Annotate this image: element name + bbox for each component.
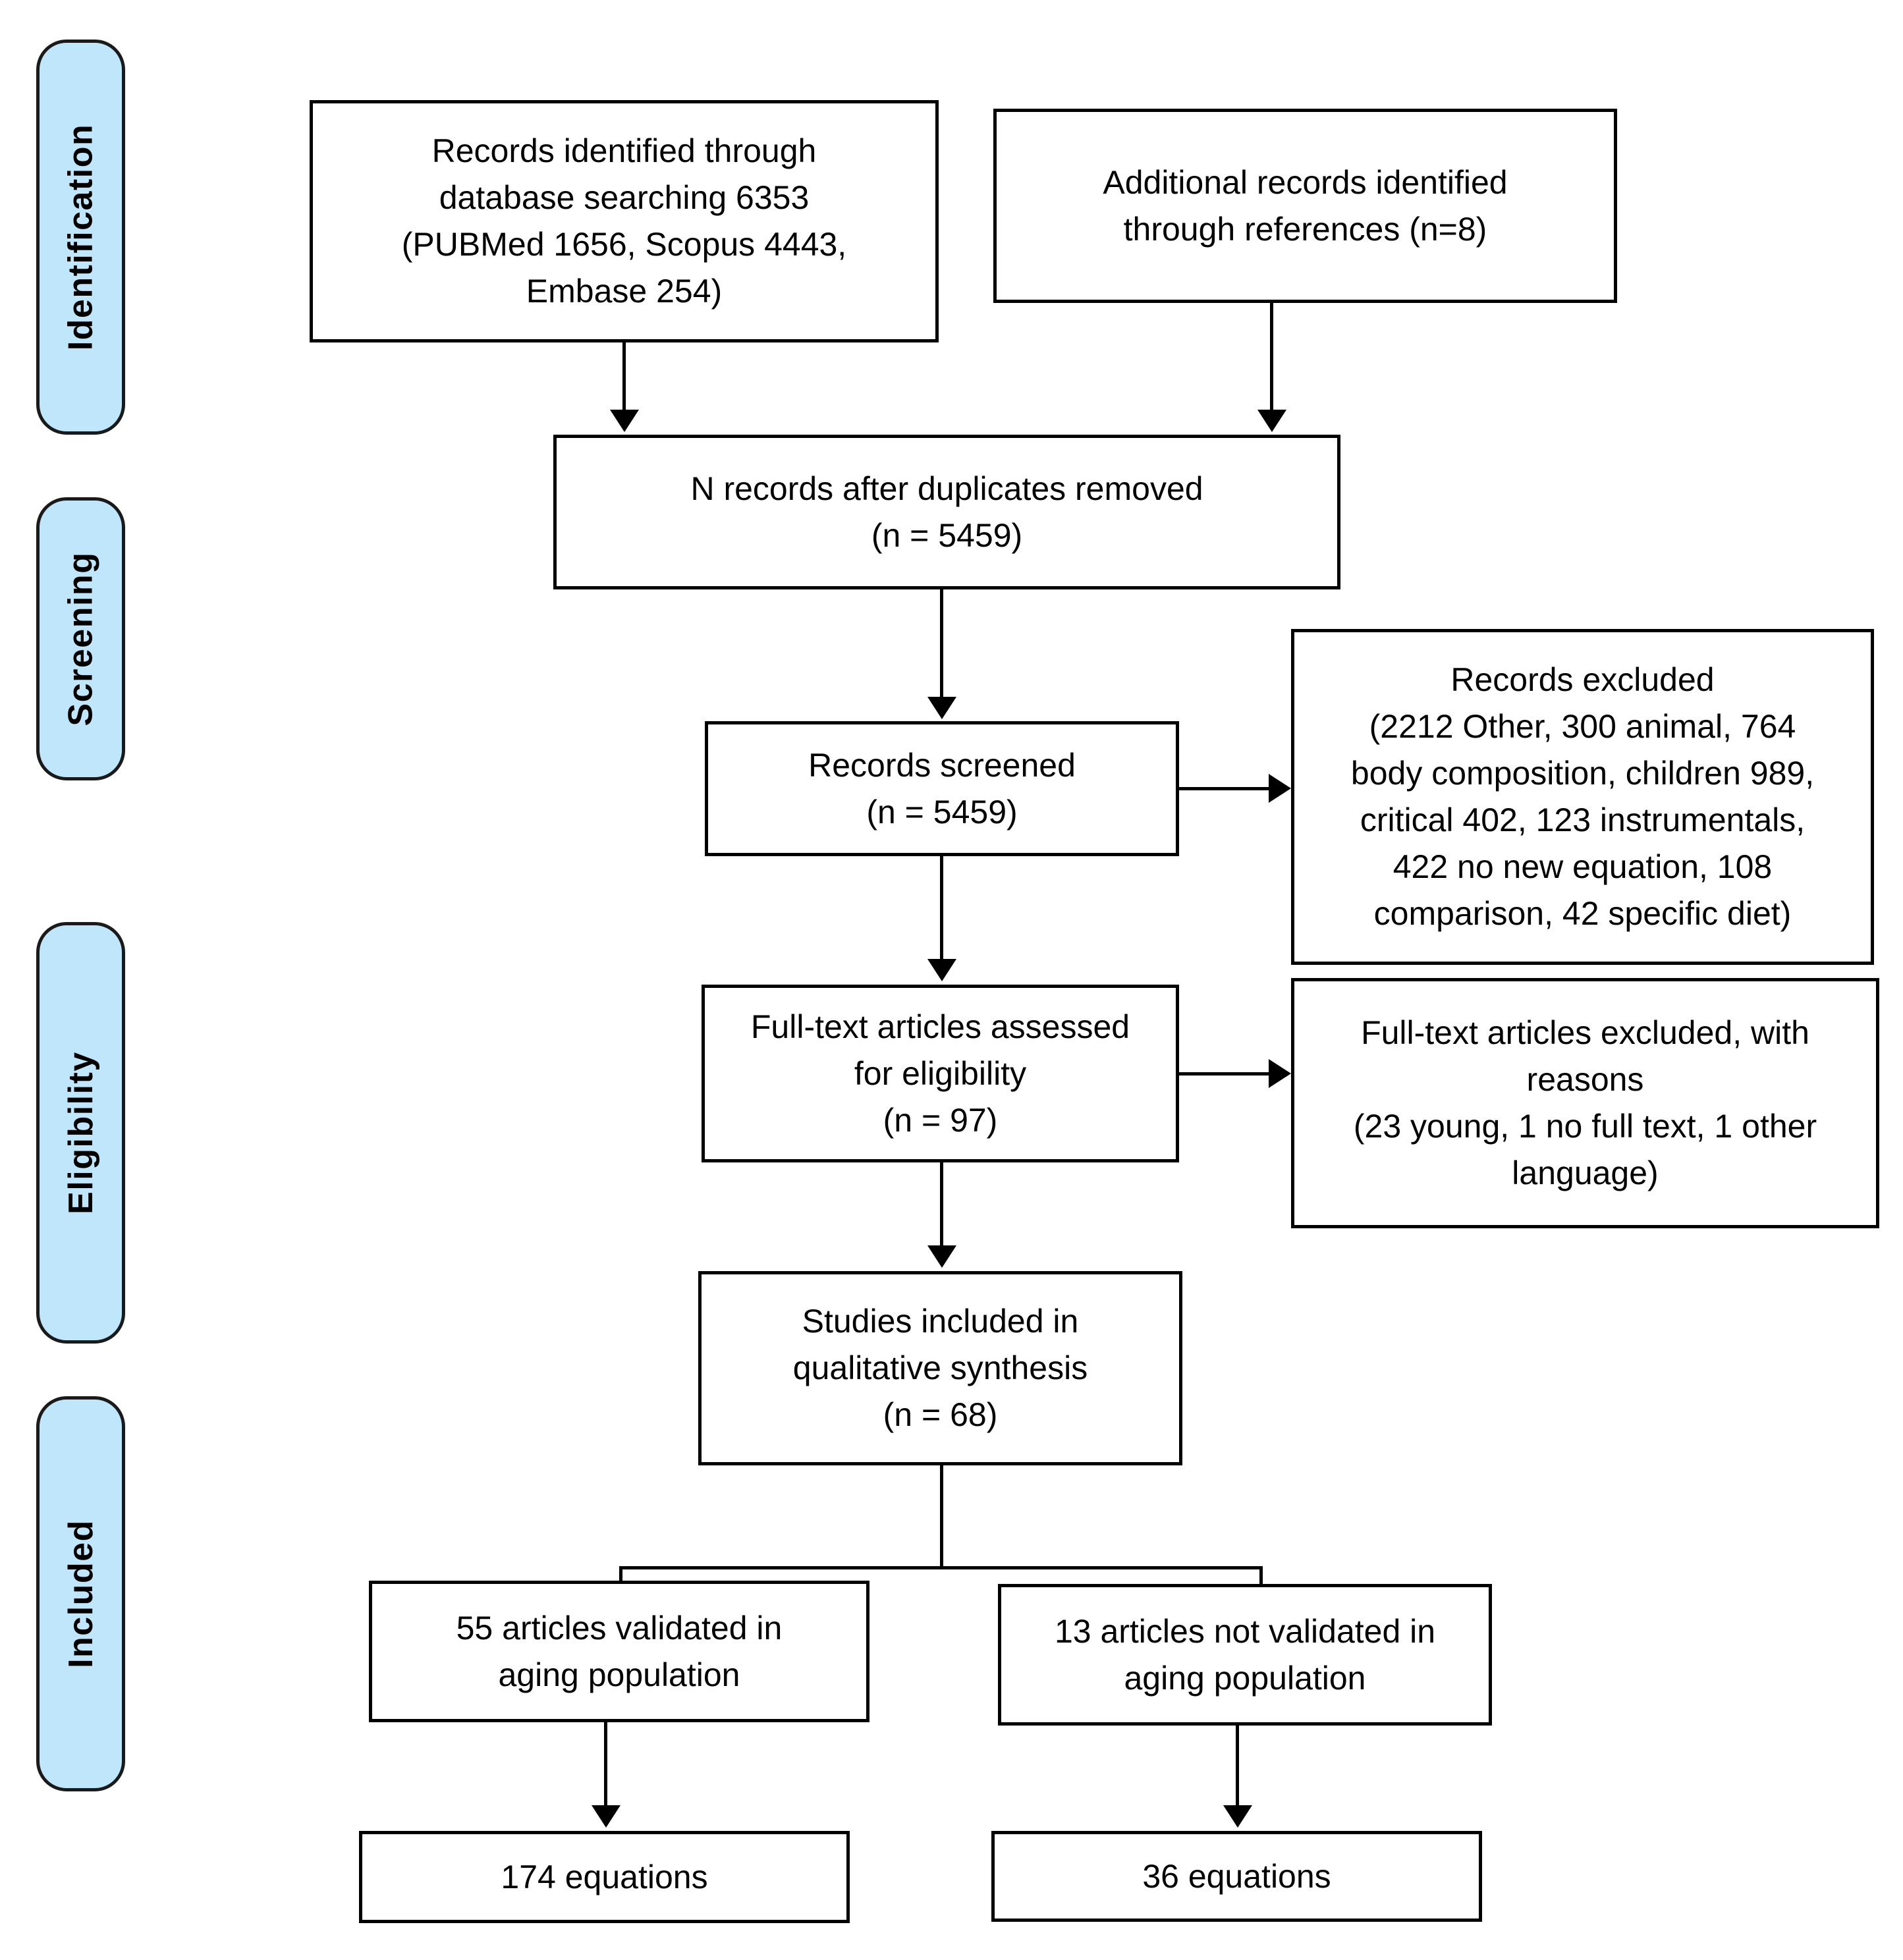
box-not-validated-articles-text: 13 articles not validated in aging popul… <box>1054 1612 1436 1697</box>
box-studies-included-text: Studies included in qualitative synthesi… <box>792 1303 1088 1433</box>
connector-included-split-stem <box>940 1465 943 1567</box>
arrowhead-not-validated-to-equations <box>1223 1805 1252 1828</box>
box-validated-articles-text: 55 articles validated in aging populatio… <box>456 1609 783 1693</box>
stage-label-eligibility: Eligibility <box>61 1051 100 1214</box>
connector-screened-to-fulltext <box>940 856 943 960</box>
stage-label-included: Included <box>61 1519 100 1668</box>
stage-label-identification: Identification <box>61 123 100 351</box>
connector-fulltext-to-excluded <box>1179 1072 1271 1075</box>
box-not-validated-equations-text: 36 equations <box>1142 1857 1331 1895</box>
arrowhead-additional-to-duplicates <box>1257 410 1286 432</box>
box-validated-articles: 55 articles validated in aging populatio… <box>369 1581 869 1722</box>
connector-validated-to-equations <box>604 1722 607 1807</box>
stage-tab-eligibility: Eligibility <box>36 922 125 1344</box>
arrowhead-fulltext-to-included <box>927 1245 956 1268</box>
stage-label-screening: Screening <box>61 551 100 726</box>
connector-additional-to-duplicates <box>1270 303 1273 412</box>
connector-fulltext-to-included <box>940 1162 943 1247</box>
box-fulltext-excluded-text: Full-text articles excluded, with reason… <box>1353 1014 1817 1191</box>
box-records-screened-text: Records screened (n = 5459) <box>808 746 1076 830</box>
box-duplicates-removed-text: N records after duplicates removed (n = … <box>690 470 1203 554</box>
connector-screened-to-excluded <box>1179 787 1271 790</box>
box-records-identified: Records identified through database sear… <box>310 100 939 342</box>
box-fulltext-excluded: Full-text articles excluded, with reason… <box>1291 978 1879 1228</box>
box-additional-records-text: Additional records identified through re… <box>1103 163 1508 248</box>
box-not-validated-articles: 13 articles not validated in aging popul… <box>998 1584 1492 1726</box>
box-not-validated-equations: 36 equations <box>991 1831 1482 1922</box>
arrowhead-identified-to-duplicates <box>610 410 639 432</box>
arrowhead-validated-to-equations <box>592 1805 621 1828</box>
box-records-identified-text: Records identified through database sear… <box>401 132 847 310</box>
box-studies-included: Studies included in qualitative synthesi… <box>698 1271 1182 1465</box>
stage-tab-screening: Screening <box>36 497 125 780</box>
box-records-screened: Records screened (n = 5459) <box>705 721 1179 856</box>
box-fulltext-assessed-text: Full-text articles assessed for eligibil… <box>750 1008 1130 1139</box>
stage-tab-identification: Identification <box>36 40 125 435</box>
connector-included-split-bar <box>619 1566 1263 1569</box>
arrowhead-duplicates-to-screened <box>927 697 956 719</box>
box-additional-records: Additional records identified through re… <box>993 109 1617 303</box>
connector-identified-to-duplicates <box>622 342 626 412</box>
connector-included-to-not-validated <box>1259 1566 1263 1585</box>
connector-duplicates-to-screened <box>940 589 943 698</box>
box-validated-equations: 174 equations <box>359 1831 850 1923</box>
box-duplicates-removed: N records after duplicates removed (n = … <box>553 435 1340 589</box>
arrowhead-screened-to-excluded <box>1269 774 1291 803</box>
connector-included-to-validated <box>619 1566 622 1585</box>
arrowhead-screened-to-fulltext <box>927 959 956 981</box>
arrowhead-fulltext-to-excluded <box>1269 1059 1291 1088</box>
box-records-excluded-text: Records excluded (2212 Other, 300 animal… <box>1350 661 1815 932</box>
box-records-excluded: Records excluded (2212 Other, 300 animal… <box>1291 629 1874 965</box>
box-validated-equations-text: 174 equations <box>501 1858 708 1895</box>
box-fulltext-assessed: Full-text articles assessed for eligibil… <box>702 985 1179 1162</box>
stage-tab-included: Included <box>36 1396 125 1791</box>
connector-not-validated-to-equations <box>1236 1726 1239 1807</box>
